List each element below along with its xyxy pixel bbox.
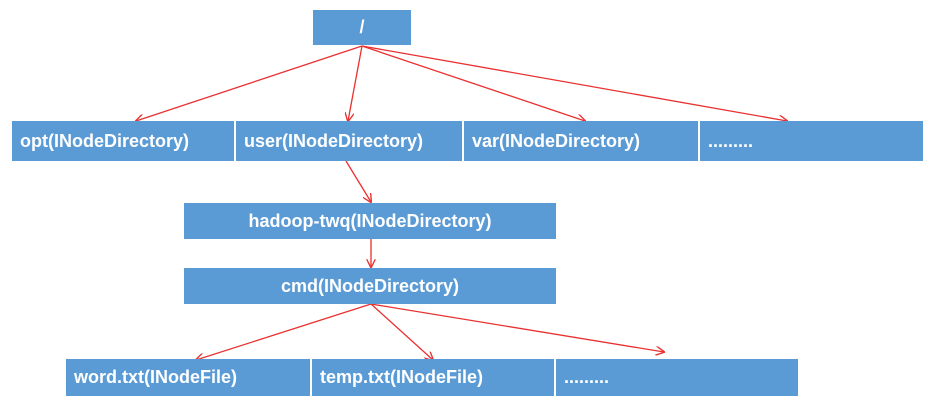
- edge-cmd-to-word: [196, 303, 372, 360]
- node-hadoop-twq: hadoop-twq(INodeDirectory): [184, 203, 556, 239]
- node-level4-more-label: .........: [564, 367, 610, 387]
- node-level4-more: .........: [554, 359, 798, 396]
- node-user: user(INodeDirectory): [234, 121, 462, 161]
- node-var: var(INodeDirectory): [462, 121, 698, 161]
- node-opt-label: opt(INodeDirectory): [20, 130, 190, 151]
- edge-root-to-var: [361, 45, 585, 121]
- node-cmd: cmd(INodeDirectory): [184, 268, 556, 304]
- node-level1-more: .........: [698, 121, 923, 161]
- node-level1-more-label: .........: [708, 130, 754, 151]
- edge-root-to-user: [348, 45, 363, 121]
- node-cmd-label: cmd(INodeDirectory): [280, 275, 460, 296]
- node-opt: opt(INodeDirectory): [12, 121, 234, 161]
- edge-cmd-to-more: [370, 303, 664, 352]
- node-user-label: user(INodeDirectory): [244, 130, 424, 151]
- node-hadoop-twq-label: hadoop-twq(INodeDirectory): [248, 210, 492, 231]
- root-node-label: /: [359, 17, 365, 37]
- node-var-label: var(INodeDirectory): [472, 130, 641, 151]
- root-node: /: [313, 10, 411, 45]
- edge-cmd-to-temp: [370, 303, 433, 360]
- edge-user-to-hadoop: [345, 160, 371, 202]
- edge-root-to-more: [361, 45, 787, 121]
- edge-root-to-opt: [136, 45, 363, 121]
- node-temp-txt-label: temp.txt(INodeFile): [320, 367, 484, 387]
- node-temp-txt: temp.txt(INodeFile): [310, 359, 554, 396]
- node-word-txt-label: word.txt(INodeFile): [74, 367, 237, 387]
- node-word-txt: word.txt(INodeFile): [66, 359, 310, 396]
